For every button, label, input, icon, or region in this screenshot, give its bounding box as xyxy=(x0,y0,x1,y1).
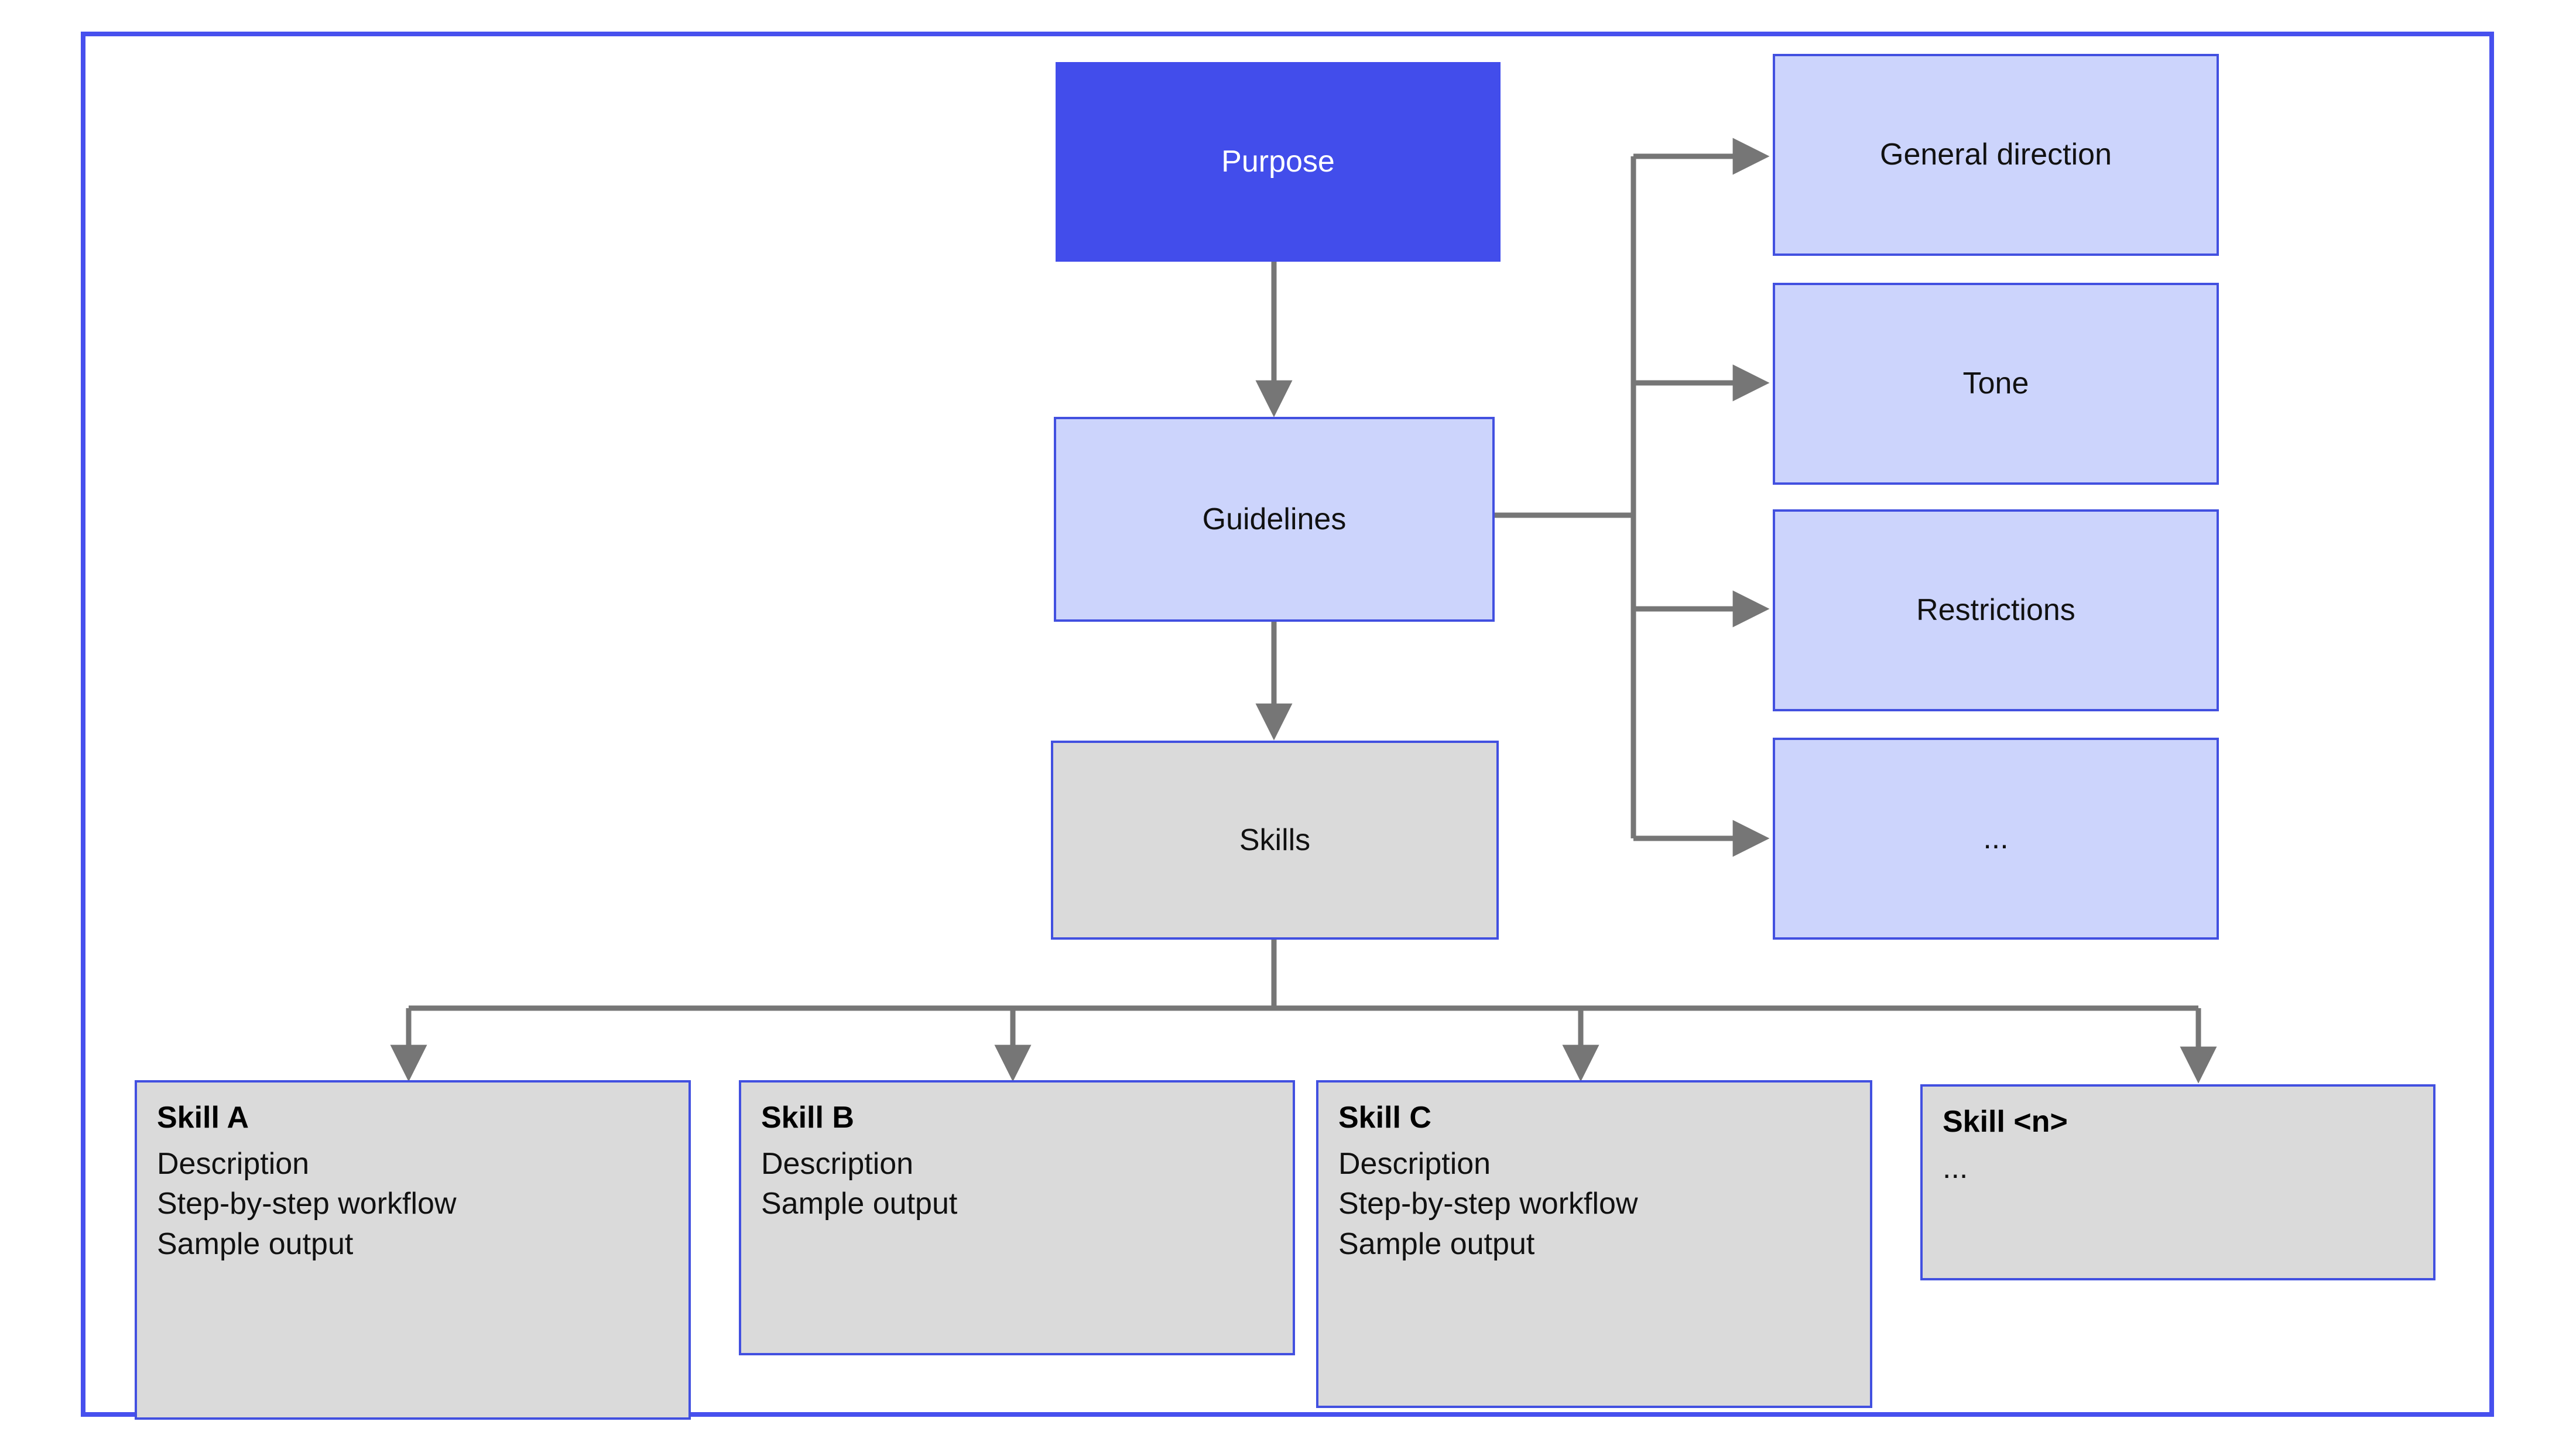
card-skill-c[interactable]: Skill C Description Step-by-step workflo… xyxy=(1316,1080,1872,1408)
node-guideline-general-direction[interactable]: General direction xyxy=(1773,54,2219,256)
node-skills[interactable]: Skills xyxy=(1051,741,1499,940)
node-purpose-label: Purpose xyxy=(1221,145,1335,179)
card-line: Description xyxy=(761,1146,914,1181)
node-guideline-more[interactable]: ... xyxy=(1773,738,2219,940)
card-line: Step-by-step workflow xyxy=(1338,1187,1638,1221)
card-line: Step-by-step workflow xyxy=(157,1187,457,1221)
card-skill-n[interactable]: Skill <n> ... xyxy=(1920,1084,2435,1280)
node-guideline-label: ... xyxy=(1983,821,2009,855)
node-purpose[interactable]: Purpose xyxy=(1056,62,1501,262)
card-line: Description xyxy=(1338,1146,1491,1181)
card-title: Skill C xyxy=(1338,1101,1431,1135)
card-title: Skill B xyxy=(761,1101,854,1135)
card-title: Skill A xyxy=(157,1101,249,1135)
node-guidelines[interactable]: Guidelines xyxy=(1054,417,1495,622)
card-skill-b[interactable]: Skill B Description Sample output xyxy=(739,1080,1295,1355)
node-guidelines-label: Guidelines xyxy=(1202,502,1347,536)
card-line: Sample output xyxy=(1338,1227,1535,1261)
card-line: ... xyxy=(1943,1150,1968,1185)
node-guideline-tone[interactable]: Tone xyxy=(1773,283,2219,485)
node-guideline-label: Tone xyxy=(1962,366,2029,400)
card-line: Sample output xyxy=(157,1227,354,1261)
card-line: Description xyxy=(157,1146,310,1181)
diagram-frame xyxy=(81,32,2494,1417)
card-title: Skill <n> xyxy=(1943,1105,2068,1139)
node-guideline-restrictions[interactable]: Restrictions xyxy=(1773,509,2219,711)
node-guideline-label: General direction xyxy=(1880,138,2112,172)
card-line: Sample output xyxy=(761,1187,958,1221)
node-guideline-label: Restrictions xyxy=(1916,593,2075,627)
node-skills-label: Skills xyxy=(1239,823,1311,857)
card-skill-a[interactable]: Skill A Description Step-by-step workflo… xyxy=(135,1080,691,1420)
